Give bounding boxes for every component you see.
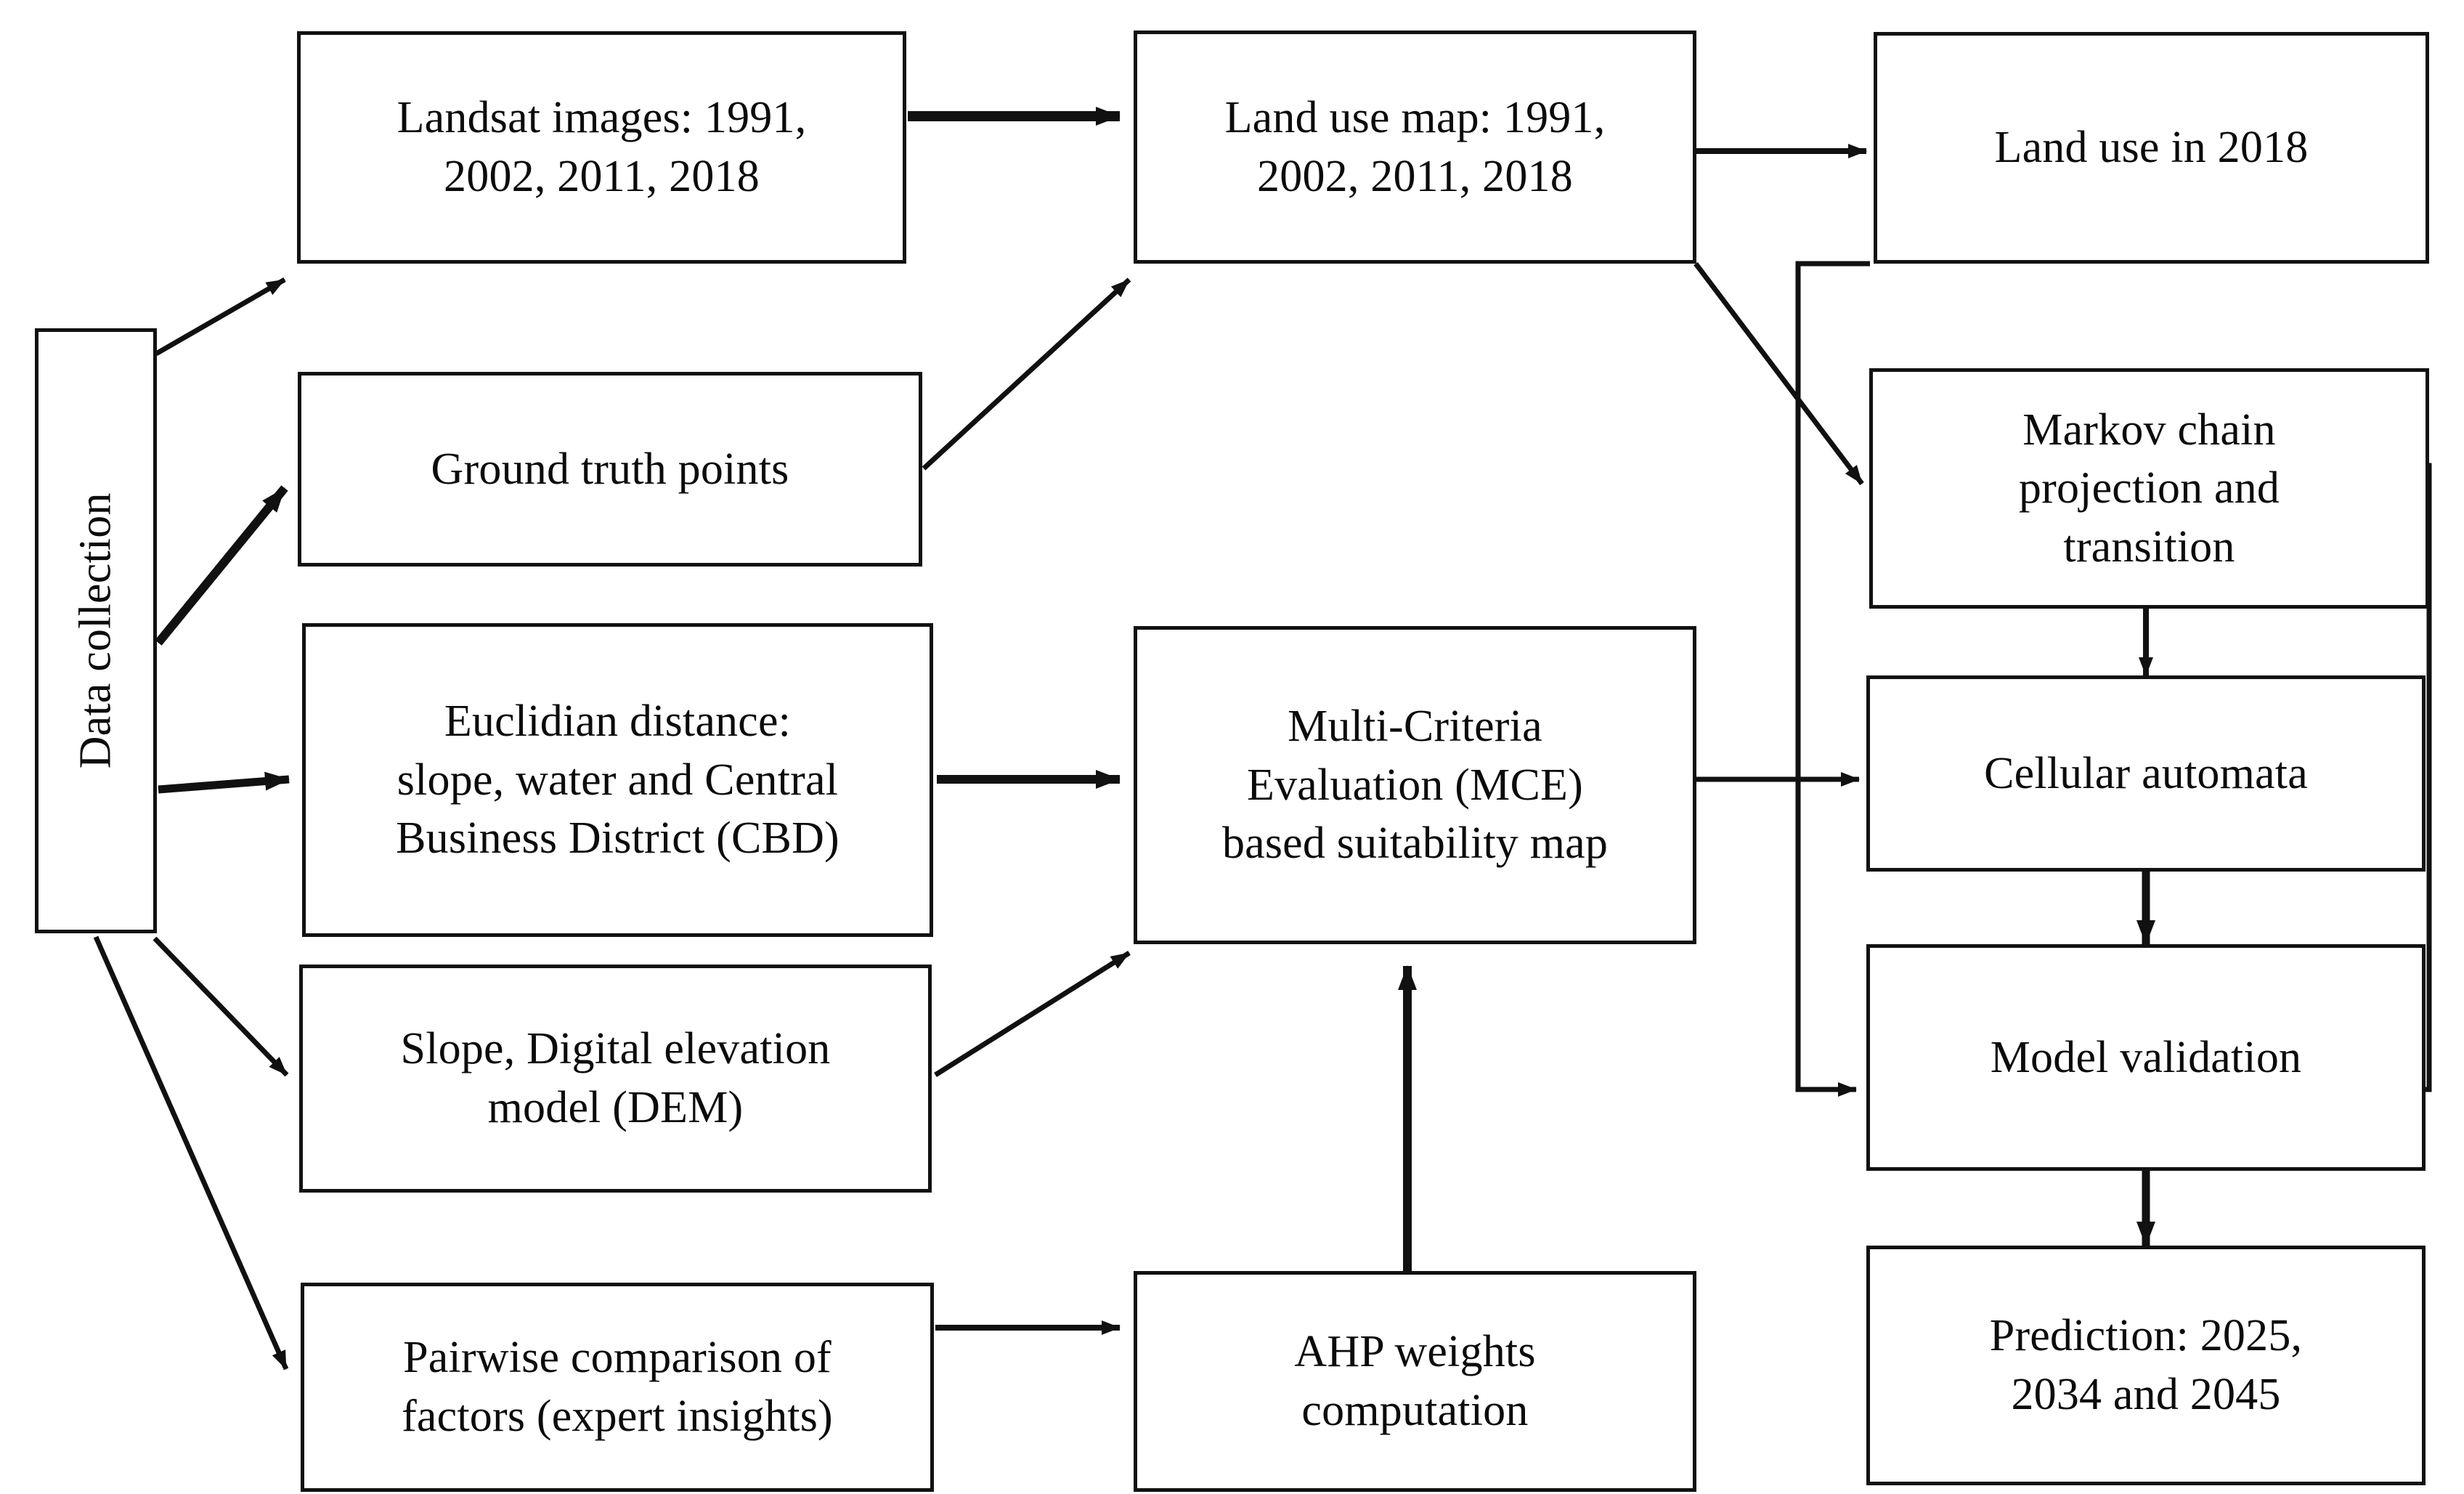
node-ground-truth-points[interactable]: Ground truth points (298, 372, 922, 567)
node-model-validation-label: Model validation (1990, 1032, 2302, 1082)
node-land-use-map-label: Land use map: 1991, 2002, 2011, 2018 (1224, 92, 1606, 201)
edge-data-collection-to-ground-truth (155, 485, 288, 646)
edge-data-collection-to-slope-dem (153, 936, 289, 1077)
node-markov-chain-label: Markov chain projection and transition (2018, 405, 2280, 572)
edge-land-use-map-to-markov (1694, 261, 1864, 486)
node-landsat-images[interactable]: Landsat images: 1991, 2002, 2011, 2018 (297, 31, 906, 264)
node-markov-chain[interactable]: Markov chain projection and transition (1869, 368, 2429, 609)
edge-ground-truth-to-land-use-map (922, 277, 1131, 471)
edge-land-use-2018-to-model-validation (1795, 261, 1870, 1097)
node-cellular-automata[interactable]: Cellular automata (1866, 675, 2426, 872)
node-euclidian-distance[interactable]: Euclidian distance: slope, water and Cen… (302, 623, 933, 937)
node-prediction-label: Prediction: 2025, 2034 and 2045 (1989, 1311, 2303, 1419)
node-slope-dem-label: Slope, Digital elevation model (DEM) (400, 1024, 831, 1132)
node-mce-suitability-map[interactable]: Multi-Criteria Evaluation (MCE) based su… (1134, 626, 1696, 944)
node-slope-dem[interactable]: Slope, Digital elevation model (DEM) (299, 965, 932, 1193)
node-cellular-automata-label: Cellular automata (1984, 748, 2308, 798)
node-land-use-2018[interactable]: Land use in 2018 (1874, 32, 2429, 264)
node-model-validation[interactable]: Model validation (1866, 944, 2426, 1171)
node-ahp-weights-label: AHP weights computation (1294, 1327, 1536, 1435)
edge-data-collection-to-euclidian (158, 771, 290, 794)
node-mce-suitability-map-label: Multi-Criteria Evaluation (MCE) based su… (1221, 702, 1609, 869)
node-ground-truth-points-label: Ground truth points (431, 444, 789, 494)
node-pairwise-comparison-label: Pairwise comparison of factors (expert i… (402, 1333, 833, 1441)
edge-data-collection-to-pairwise (93, 935, 289, 1371)
node-data-collection[interactable]: Data collection (35, 328, 157, 933)
edge-slope-dem-to-mce (934, 951, 1131, 1077)
edge-data-collection-to-landsat (155, 277, 286, 357)
node-land-use-2018-label: Land use in 2018 (1994, 123, 2309, 173)
node-pairwise-comparison[interactable]: Pairwise comparison of factors (expert i… (301, 1283, 934, 1492)
node-prediction[interactable]: Prediction: 2025, 2034 and 2045 (1866, 1246, 2426, 1485)
node-euclidian-distance-label: Euclidian distance: slope, water and Cen… (396, 697, 839, 864)
node-data-collection-label: Data collection (70, 492, 121, 769)
node-land-use-map[interactable]: Land use map: 1991, 2002, 2011, 2018 (1134, 31, 1696, 264)
node-ahp-weights[interactable]: AHP weights computation (1134, 1271, 1696, 1492)
node-landsat-images-label: Landsat images: 1991, 2002, 2011, 2018 (397, 93, 807, 201)
